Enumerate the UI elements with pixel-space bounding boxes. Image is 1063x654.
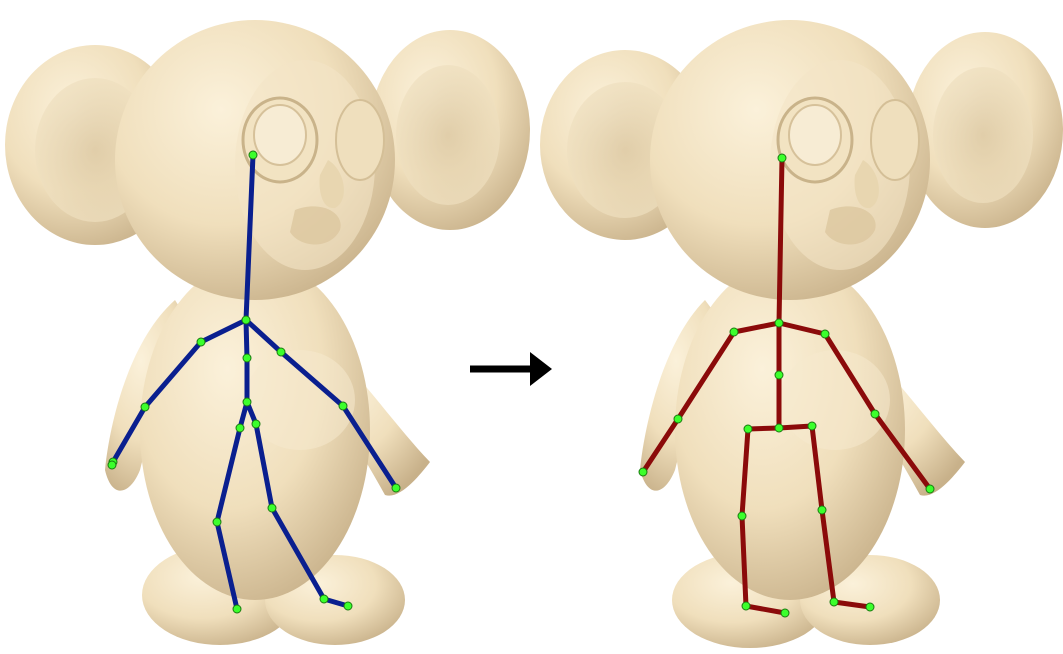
bone-after-0 (779, 158, 782, 323)
character-left (5, 20, 530, 645)
joint-before-0 (249, 151, 257, 159)
eye-right (336, 100, 384, 180)
joint-after-15 (830, 598, 838, 606)
eye-left-inner (789, 105, 841, 165)
joint-after-7 (926, 485, 934, 493)
joint-after-5 (871, 410, 879, 418)
joint-after-11 (808, 422, 816, 430)
joint-before-10 (236, 424, 244, 432)
joint-after-8 (775, 371, 783, 379)
joint-before-5 (339, 402, 347, 410)
belly (780, 350, 890, 450)
joint-after-4 (674, 415, 682, 423)
joint-before-12 (213, 518, 221, 526)
joint-after-17 (781, 609, 789, 617)
joint-before-14 (233, 605, 241, 613)
joint-after-6 (639, 468, 647, 476)
bone-after-9 (748, 428, 779, 429)
eye-right (871, 100, 919, 180)
joint-after-3 (821, 330, 829, 338)
joint-before-13 (268, 504, 276, 512)
joint-after-16 (866, 603, 874, 611)
joint-before-11 (252, 420, 260, 428)
joint-before-7 (392, 484, 400, 492)
joint-after-12 (738, 512, 746, 520)
bone-before-7 (246, 320, 247, 358)
right-ear-inner (396, 65, 500, 205)
joint-before-16 (344, 602, 352, 610)
joint-after-1 (775, 319, 783, 327)
joint-after-13 (818, 506, 826, 514)
joint-before-3 (277, 348, 285, 356)
right-ear-inner (933, 67, 1033, 203)
eye-left-inner (254, 105, 306, 165)
joint-after-0 (778, 154, 786, 162)
joint-before-1 (242, 316, 250, 324)
joint-before-15 (320, 595, 328, 603)
joint-after-14 (742, 602, 750, 610)
joint-before-8 (243, 354, 251, 362)
bone-after-10 (779, 426, 812, 428)
joint-after-10 (744, 425, 752, 433)
joint-before-9 (243, 398, 251, 406)
joint-before-4 (141, 403, 149, 411)
joint-before-17 (108, 461, 116, 469)
joint-before-2 (197, 338, 205, 346)
right-arrow-icon (470, 352, 552, 386)
character-right (540, 20, 1063, 648)
joint-after-2 (730, 328, 738, 336)
joint-after-9 (775, 424, 783, 432)
